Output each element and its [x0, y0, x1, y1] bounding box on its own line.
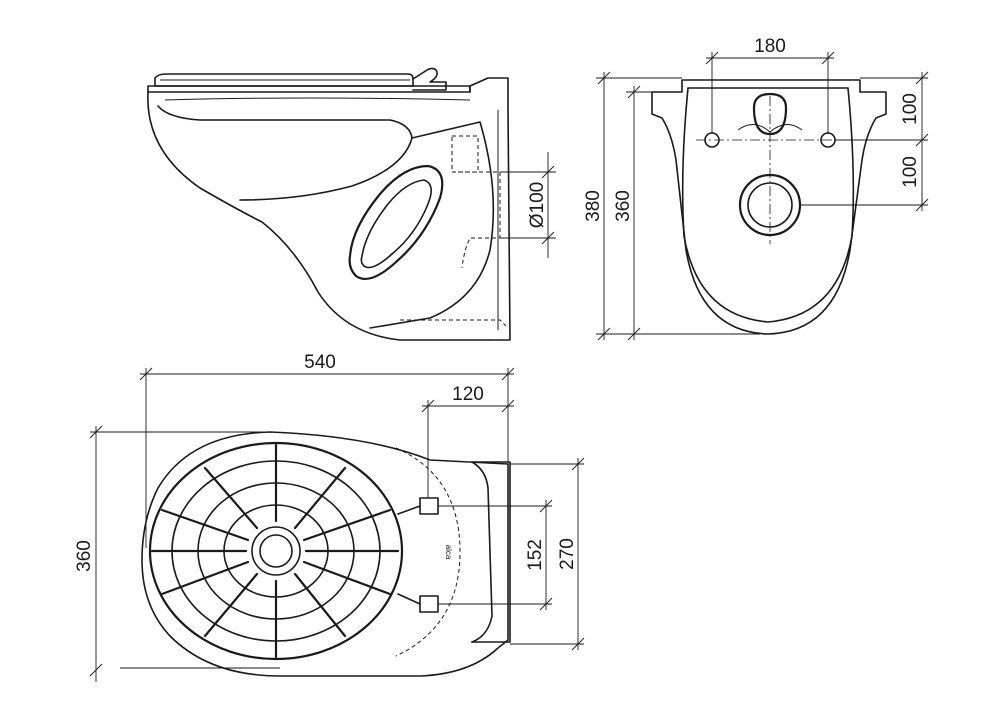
dim-tick [821, 51, 835, 65]
spoke [203, 466, 259, 530]
spoke [160, 560, 250, 596]
bolt-bottom [419, 595, 439, 613]
dim-seat-width: 180 [754, 36, 786, 57]
dim-tick [539, 499, 553, 513]
dim-tick [705, 51, 719, 65]
rim-ring-outer [148, 441, 404, 661]
dim-outlet-diameter: Ø100 [527, 182, 548, 228]
front-outer [651, 79, 887, 335]
plan-view: alca 540 120 360 152 270 [74, 352, 585, 682]
rear-flange [471, 461, 511, 643]
seat-hinge [412, 67, 447, 91]
dim-tick [541, 165, 555, 179]
spoke [302, 508, 392, 542]
plan-outlet-inner [259, 534, 293, 568]
hidden-rim [395, 447, 461, 657]
spoke [293, 572, 347, 638]
dim-fix-lower: 100 [900, 156, 921, 188]
rear-flange-inner [471, 461, 493, 643]
rim-under [164, 97, 471, 101]
side-view: Ø100 [147, 67, 556, 341]
spokes [150, 443, 400, 659]
dim-tick [89, 663, 103, 677]
trap-body [369, 121, 495, 329]
plan-outline [141, 431, 509, 677]
dim-tick [571, 457, 585, 471]
front-inner [681, 87, 855, 323]
dim-rear-offset: 120 [452, 384, 484, 405]
dim-tick [627, 85, 641, 99]
dim-front-height: 360 [613, 190, 634, 222]
rim [147, 85, 471, 93]
dim-side-height: 380 [583, 190, 604, 222]
seat-lid [154, 73, 414, 87]
plan-outlet [251, 526, 301, 576]
wall-plate [469, 77, 511, 341]
dim-tick [571, 637, 585, 651]
dim-plan-width: 360 [74, 540, 95, 572]
hidden-base [400, 319, 507, 327]
bolt-top [419, 497, 439, 515]
dim-tick [89, 425, 103, 439]
side-oval-inner [360, 179, 432, 269]
dim-tick [541, 231, 555, 245]
spoke [293, 466, 347, 530]
dim-length: 540 [304, 352, 336, 373]
dim-tick [915, 133, 929, 147]
side-oval-outer [348, 164, 444, 280]
bolt-top-shaft [397, 505, 421, 515]
brand-mark: alca [444, 545, 453, 560]
bowl-inner [157, 105, 413, 201]
spoke [160, 508, 250, 542]
bowl-body [147, 91, 491, 341]
dim-tick [597, 327, 611, 341]
hidden-fixing [451, 135, 479, 173]
dim-tick [597, 71, 611, 85]
dim-tick [539, 597, 553, 611]
spoke [302, 560, 392, 596]
upper-opening [752, 92, 788, 136]
dim-tick [501, 399, 515, 413]
dim-tick [627, 327, 641, 341]
bolt-bottom-shaft [397, 593, 421, 605]
hidden-outlet [458, 171, 501, 269]
dim-tick [421, 399, 435, 413]
spoke [203, 572, 259, 638]
dim-fix-top: 100 [900, 93, 921, 125]
dim-rear-width: 270 [557, 538, 578, 570]
dim-bolt-spacing: 152 [525, 539, 546, 571]
dim-tick [915, 198, 929, 212]
dim-tick [139, 367, 153, 381]
dim-tick [915, 71, 929, 85]
dim-tick [501, 367, 515, 381]
front-view: 180 100 100 380 360 [583, 36, 929, 341]
